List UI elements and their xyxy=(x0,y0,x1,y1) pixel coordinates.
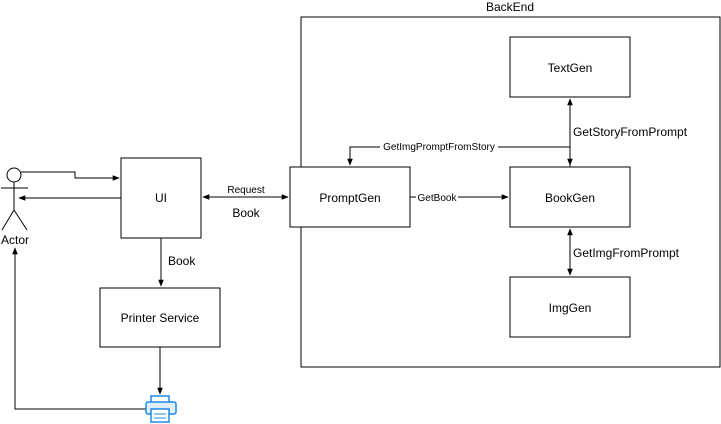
edge-label-getbook: GetBook xyxy=(418,193,458,204)
backend-label: BackEnd xyxy=(486,0,534,14)
actor[interactable]: Actor xyxy=(1,167,29,247)
imggen-label: ImgGen xyxy=(549,301,592,315)
textgen-label: TextGen xyxy=(548,61,593,75)
promptgen-label: PromptGen xyxy=(319,191,380,205)
actor-label: Actor xyxy=(1,233,29,247)
printer-service-node[interactable]: Printer Service xyxy=(99,287,221,348)
bookgen-node[interactable]: BookGen xyxy=(509,166,631,228)
edge-label-book-print: Book xyxy=(168,254,196,268)
imggen-node[interactable]: ImgGen xyxy=(509,276,631,338)
edge-actor-to-ui xyxy=(21,171,120,181)
ui-node-label: UI xyxy=(155,191,167,205)
edge-device-to-actor xyxy=(12,247,146,410)
printer-service-label: Printer Service xyxy=(121,311,200,325)
ui-node[interactable]: UI xyxy=(120,157,202,239)
edge-label-getimgfromprompt: GetImgFromPrompt xyxy=(573,246,680,260)
textgen-node[interactable]: TextGen xyxy=(509,36,631,98)
stick-figure-icon xyxy=(1,167,28,231)
edge-label-getimgpromptfromstory: GetImgPromptFromStory xyxy=(383,142,495,153)
edge-label-request: Request xyxy=(227,185,264,196)
edge-label-book-return: Book xyxy=(232,206,260,220)
promptgen-node[interactable]: PromptGen xyxy=(289,166,411,228)
edge-label-getstoryfromprompt: GetStoryFromPrompt xyxy=(573,125,688,139)
bookgen-label: BookGen xyxy=(545,191,595,205)
printer-icon[interactable] xyxy=(145,395,177,423)
